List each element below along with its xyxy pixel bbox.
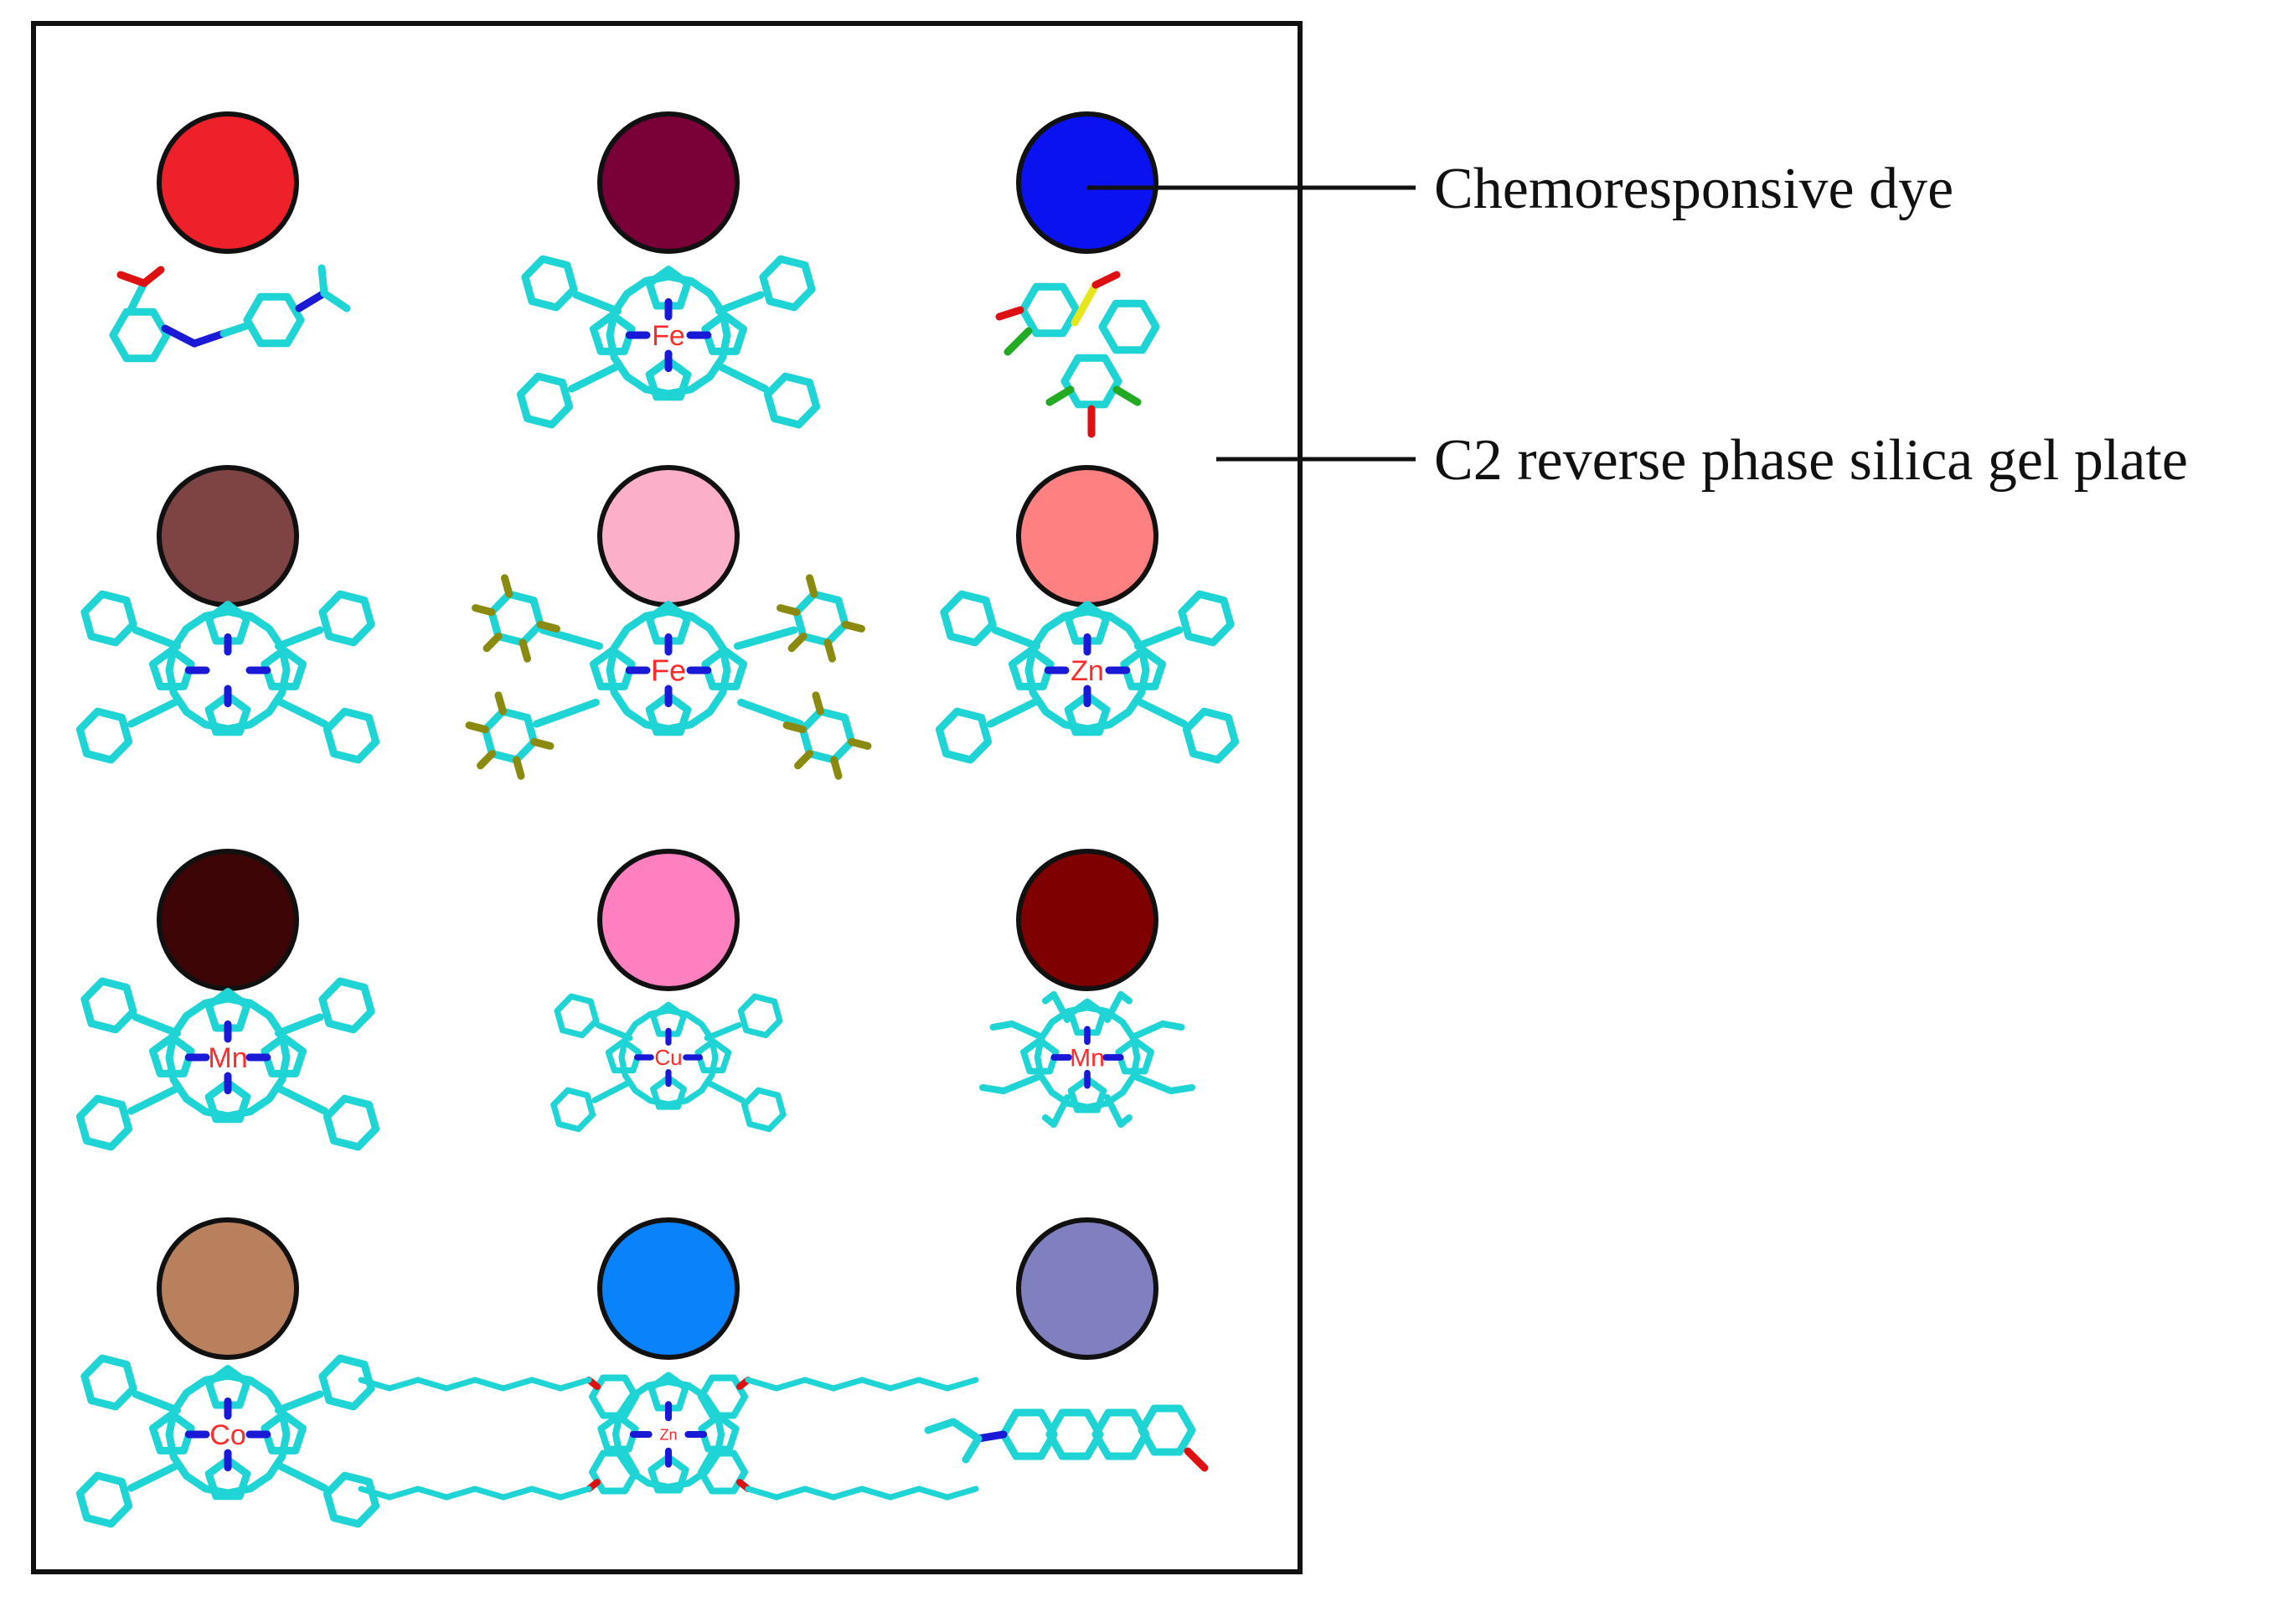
dye-spot — [597, 849, 740, 991]
molecule-structure: Zn — [358, 1372, 979, 1501]
dye-spot — [157, 1217, 299, 1360]
dye-spot — [1016, 465, 1158, 607]
metal-label: Zn — [659, 1426, 677, 1443]
dye-spot — [157, 465, 299, 607]
molecule-structure — [109, 264, 351, 363]
molecule-structure: Zn — [935, 590, 1240, 764]
plate-callout-label: C2 reverse phase silica gel plate — [1434, 428, 2188, 493]
metal-label: Cu — [654, 1045, 682, 1070]
dye-spot — [157, 111, 299, 254]
dye-spots — [157, 111, 1158, 1360]
dye-spot — [1016, 1217, 1158, 1360]
metal-label: Mn — [1070, 1045, 1105, 1072]
molecule-structure: Fe — [465, 574, 872, 780]
silica-gel-plate — [31, 21, 1303, 1574]
dye-spot — [1016, 849, 1158, 991]
molecule-structure: Mn — [75, 977, 380, 1151]
dye-callout-label: Chemoresponsive dye — [1434, 157, 1953, 221]
molecule-structure — [75, 590, 380, 764]
metal-label: Fe — [651, 654, 686, 688]
dye-spot — [597, 111, 740, 254]
molecule-structure: Cu — [550, 993, 787, 1133]
molecule-structure — [995, 271, 1160, 438]
molecule-structure — [924, 1404, 1209, 1472]
metal-label: Co — [209, 1419, 245, 1451]
molecule-structure: Co — [75, 1354, 380, 1528]
dye-spot — [597, 1217, 740, 1360]
dye-spot — [157, 849, 299, 991]
metal-label: Zn — [1071, 655, 1104, 687]
dye-spot — [597, 465, 740, 607]
molecule-structure: Mn — [979, 991, 1195, 1128]
molecule-structure: Fe — [516, 255, 821, 429]
metal-label: Mn — [208, 1042, 247, 1074]
metal-label: Fe — [652, 320, 685, 352]
dye-spot — [1016, 111, 1158, 254]
